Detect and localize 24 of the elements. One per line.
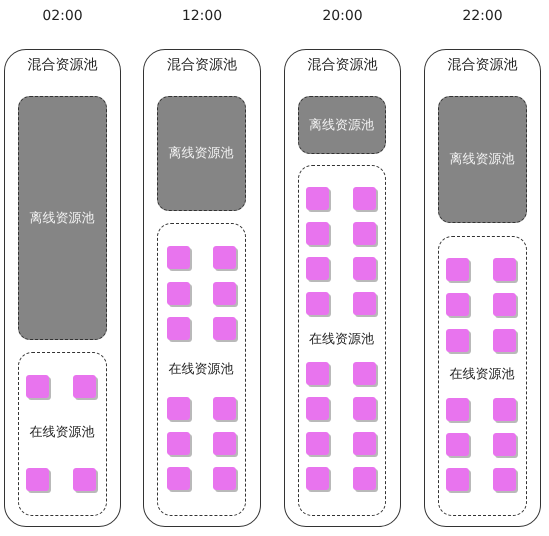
pool-label: 离线资源池 xyxy=(450,151,514,168)
pool-title: 混合资源池 xyxy=(166,56,238,74)
online-pool-box xyxy=(156,222,246,516)
pool-label: 离线资源池 xyxy=(30,210,94,226)
time-heading: 22:00 xyxy=(461,8,504,24)
pool-label: 离线资源池 xyxy=(309,116,374,134)
offline-pool-box xyxy=(438,96,526,222)
pool-title: 混合资源池 xyxy=(26,56,98,74)
offline-pool-box xyxy=(298,96,386,154)
pool-label: 在线资源池 xyxy=(28,424,96,441)
pool-title: 混合资源池 xyxy=(446,56,518,74)
pool-title: 混合资源池 xyxy=(306,56,378,74)
pool-label: 在线资源池 xyxy=(448,366,516,383)
pool-label: 在线资源池 xyxy=(308,331,375,348)
time-heading: 12:00 xyxy=(180,8,224,24)
time-heading: 02:00 xyxy=(41,8,84,24)
online-pool-box xyxy=(298,164,386,516)
online-pool-box xyxy=(438,236,526,516)
offline-pool-box xyxy=(156,96,246,210)
pool-label: 在线资源池 xyxy=(168,361,234,378)
pool-label: 离线资源池 xyxy=(168,145,234,162)
offline-pool-box xyxy=(18,96,106,340)
time-heading: 20:00 xyxy=(321,8,364,24)
online-pool-box xyxy=(18,352,106,516)
